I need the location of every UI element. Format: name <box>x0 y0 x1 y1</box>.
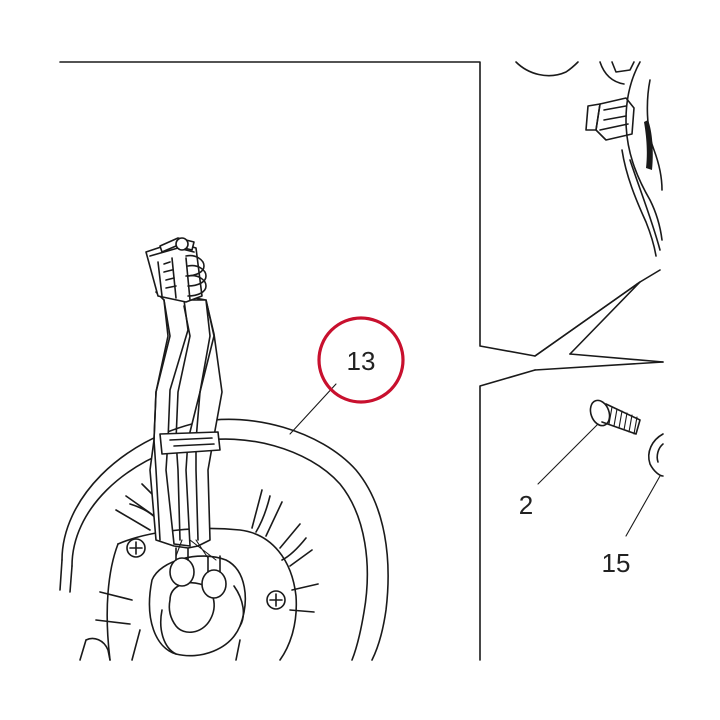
detail-frame <box>59 61 664 661</box>
leader-line-13 <box>289 383 337 435</box>
detail-pointer-lines <box>534 281 664 371</box>
callout-15: 15 <box>602 548 631 578</box>
highlight-circle <box>317 316 405 404</box>
fan-assembly <box>59 418 389 661</box>
wiring-harness <box>145 237 223 561</box>
callout-2: 2 <box>519 490 533 520</box>
part-15 <box>647 433 664 477</box>
leader-line-15 <box>625 475 661 537</box>
leader-line-2 <box>537 423 599 485</box>
callout-13: 13 <box>347 346 376 376</box>
screw-part <box>589 399 641 435</box>
housing-assembly <box>515 61 663 257</box>
